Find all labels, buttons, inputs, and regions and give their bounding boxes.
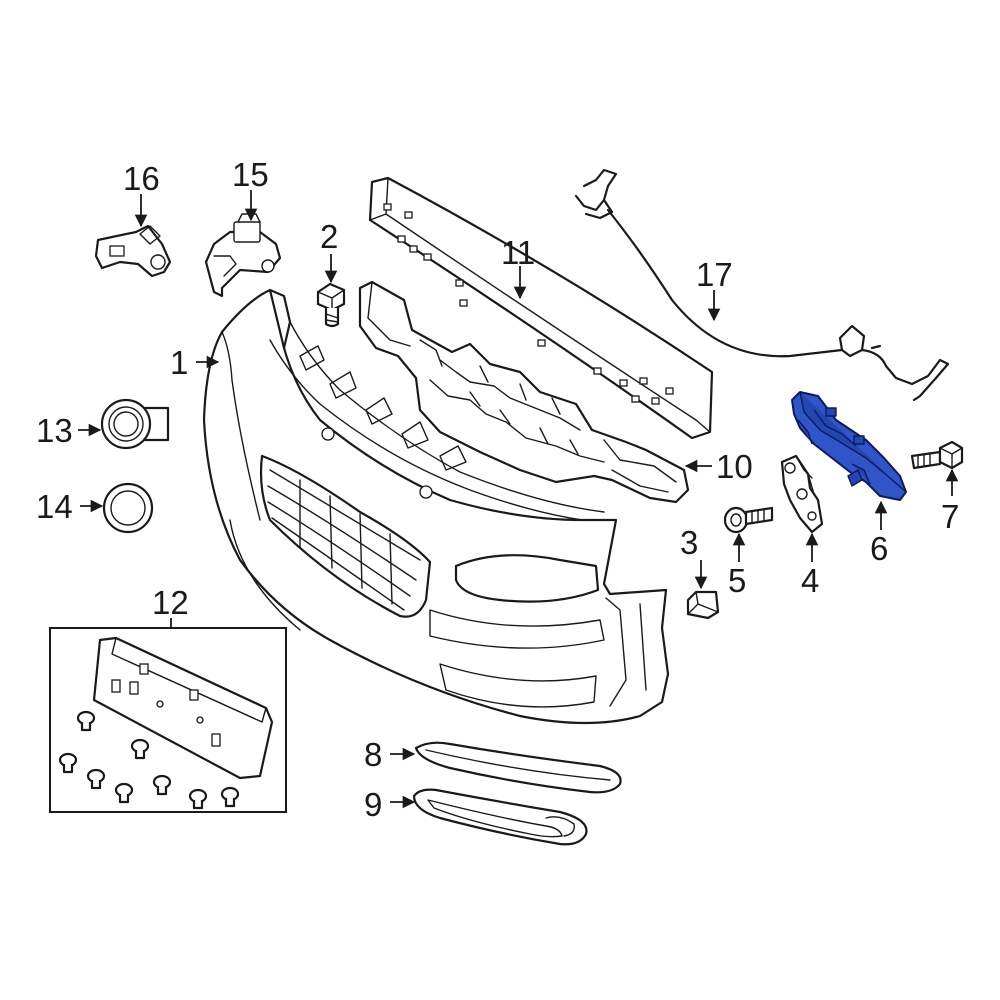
callout-15: 15	[232, 156, 269, 193]
bumper-grille	[259, 454, 432, 618]
part-12-slots	[111, 663, 221, 747]
part-17-wiring-harness[interactable]	[574, 168, 950, 402]
part-1-bumper-cover[interactable]	[202, 288, 670, 725]
part-13-parking-sensor[interactable]	[100, 398, 170, 450]
part-12-frame	[49, 627, 287, 813]
callout-13: 13	[36, 412, 73, 449]
part-11-reinforcement-beam[interactable]	[368, 176, 714, 440]
callout-1: 1	[170, 344, 188, 381]
bumper-lower-openings	[229, 519, 647, 708]
callout-10: 10	[716, 448, 753, 485]
callout-17: 17	[696, 256, 733, 293]
part-6-bumper-bracket-highlighted[interactable]	[791, 391, 907, 501]
callout-3: 3	[680, 524, 698, 561]
part-14-sensor-ring[interactable]	[102, 482, 154, 534]
callout-5: 5	[728, 562, 746, 599]
part-12-clips	[58, 710, 240, 810]
part-7-bolt[interactable]	[910, 440, 964, 470]
callout-11: 11	[501, 234, 535, 271]
part-8-trim-strip[interactable]	[414, 741, 622, 794]
part-4-side-bracket[interactable]	[780, 454, 824, 534]
callout-9: 9	[364, 786, 382, 823]
part-9-lower-grille-insert[interactable]	[412, 788, 588, 846]
part-2-bolt[interactable]	[316, 282, 346, 328]
callout-12: 12	[152, 584, 189, 621]
beam-slots	[383, 203, 674, 405]
part-15-sensor-bracket[interactable]	[204, 213, 282, 298]
part-5-screw[interactable]	[723, 506, 774, 534]
part-3-retainer[interactable]	[686, 590, 720, 620]
callout-7: 7	[941, 498, 959, 535]
part-16-sensor-bracket[interactable]	[94, 224, 172, 278]
callout-4: 4	[801, 562, 819, 599]
callout-16: 16	[123, 160, 160, 197]
callout-8: 8	[364, 736, 382, 773]
callout-2: 2	[320, 218, 338, 255]
callout-labels: 1 2 3 4 5 6 7 8 9 10 11 12 13 14 15 16 1…	[36, 156, 959, 823]
leader-lines	[78, 190, 959, 809]
part-10-energy-absorber[interactable]	[358, 280, 690, 504]
callout-6: 6	[870, 530, 888, 567]
callout-14: 14	[36, 488, 73, 525]
part-12-license-bracket-kit[interactable]	[49, 627, 287, 813]
